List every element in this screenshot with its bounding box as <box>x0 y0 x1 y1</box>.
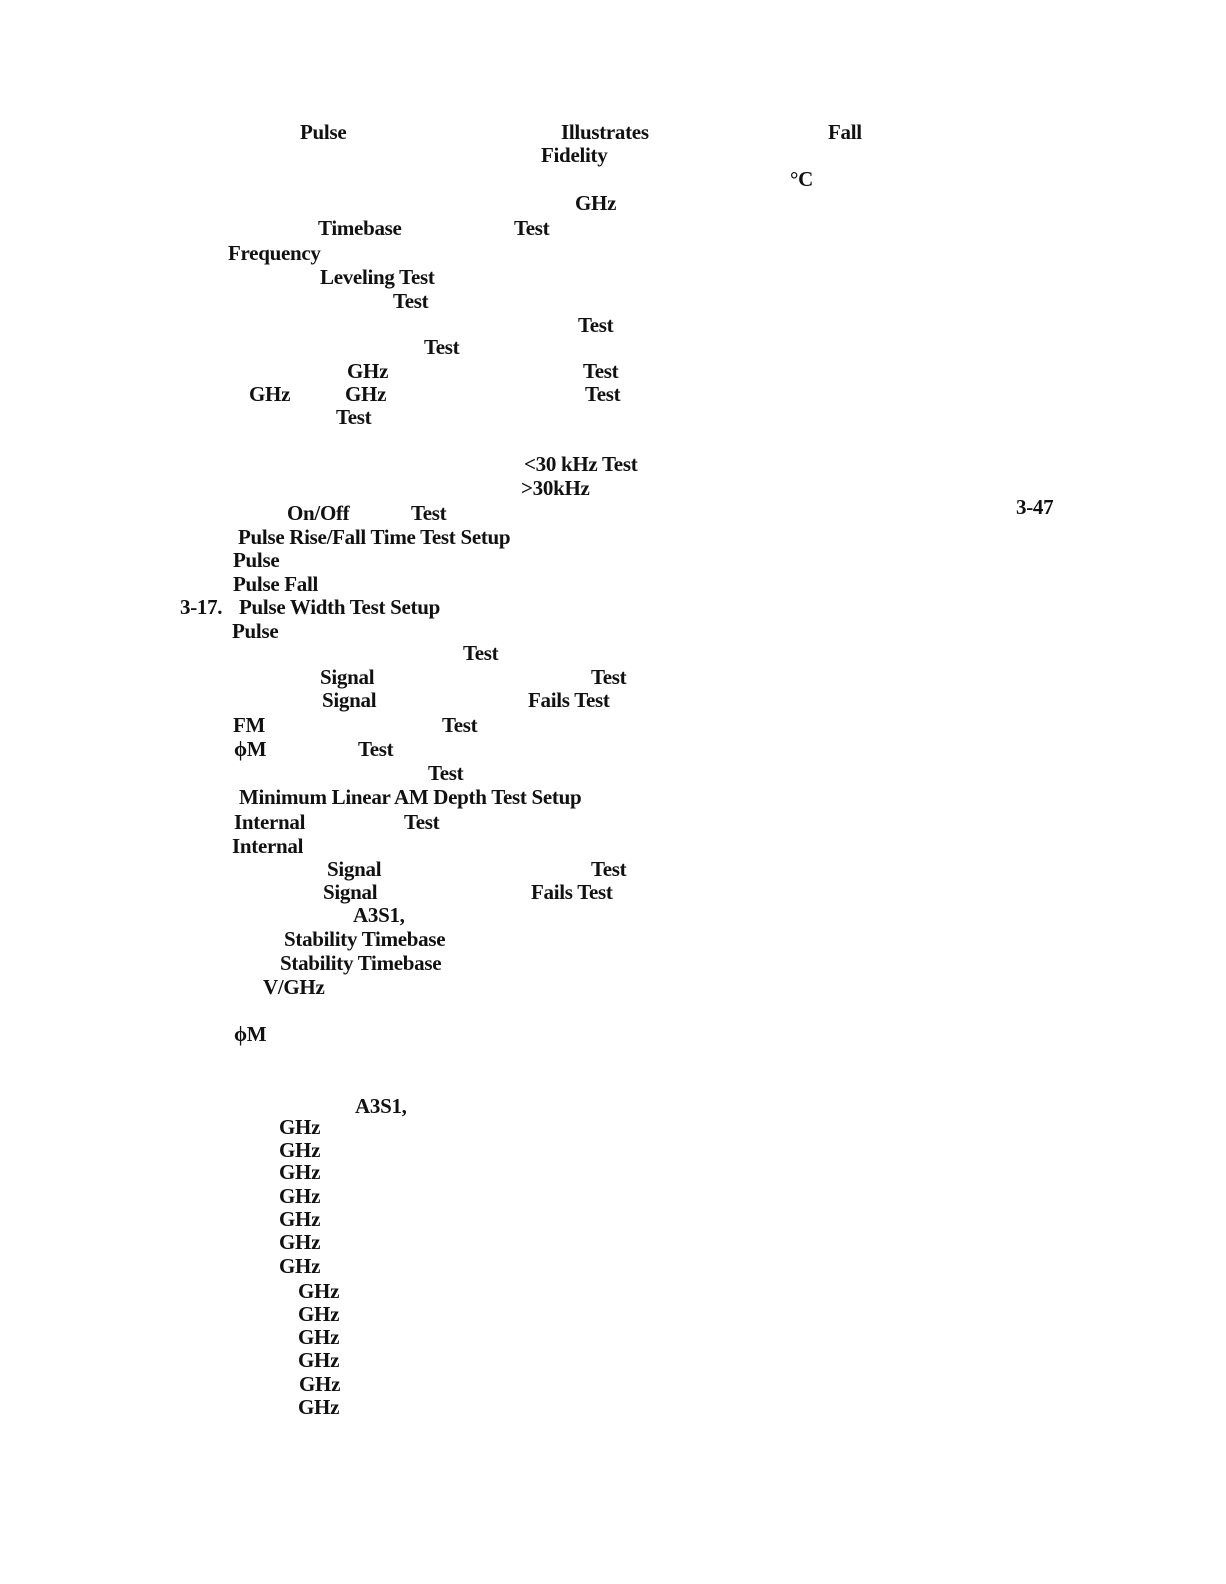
text-fragment: Test <box>585 382 621 406</box>
text-fragment: V/GHz <box>263 975 325 999</box>
text-fragment: GHz <box>279 1138 321 1162</box>
text-fragment: Signal <box>322 688 377 712</box>
text-fragment: GHz <box>279 1160 321 1184</box>
text-fragment: Pulse <box>232 619 279 643</box>
text-fragment: Stability Timebase <box>284 927 446 951</box>
text-fragment: Test <box>424 335 460 359</box>
figure-number: 3-17. <box>180 595 223 619</box>
text-fragment: GHz <box>298 1302 340 1326</box>
text-fragment: Test <box>578 313 614 337</box>
text-fragment: GHz <box>298 1395 340 1419</box>
text-fragment: On/Off <box>287 501 350 525</box>
text-fragment: Stability Timebase <box>280 951 442 975</box>
text-fragment: Internal <box>232 834 304 858</box>
text-fragment: Test <box>591 665 627 689</box>
text-fragment: Test <box>428 761 464 785</box>
text-fragment: Leveling Test <box>320 265 435 289</box>
text-fragment: Test <box>404 810 440 834</box>
text-fragment: Test <box>442 713 478 737</box>
text-fragment: Signal <box>327 857 382 881</box>
text-fragment: GHz <box>298 1348 340 1372</box>
text-fragment: Fails Test <box>528 688 610 712</box>
text-fragment: Signal <box>323 880 378 904</box>
text-fragment: Test <box>514 216 550 240</box>
text-fragment: A3S1, <box>353 903 405 927</box>
text-fragment: Test <box>463 641 499 665</box>
text-fragment: Timebase <box>318 216 402 240</box>
text-fragment: Pulse <box>233 548 280 572</box>
text-fragment: GHz <box>298 1325 340 1349</box>
text-fragment: Fidelity <box>541 143 608 167</box>
text-fragment: Test <box>411 501 447 525</box>
text-fragment: Pulse Width Test Setup <box>239 595 440 619</box>
text-fragment: Test <box>336 405 372 429</box>
text-fragment: FM <box>233 713 266 737</box>
text-fragment: Pulse Rise/Fall Time Test Setup <box>238 525 511 549</box>
text-fragment: GHz <box>575 191 617 215</box>
text-fragment: Test <box>583 359 619 383</box>
text-fragment: GHz <box>347 359 389 383</box>
text-fragment: Frequency <box>228 241 321 265</box>
text-fragment: Test <box>393 289 429 313</box>
text-fragment: °C <box>790 167 813 191</box>
text-fragment: GHz <box>299 1372 341 1396</box>
text-fragment: >30kHz <box>521 476 590 500</box>
text-fragment: GHz <box>279 1115 321 1139</box>
text-fragment: Minimum Linear AM Depth Test Setup <box>239 785 582 809</box>
text-fragment: GHz <box>279 1230 321 1254</box>
text-fragment: GHz <box>298 1279 340 1303</box>
text-fragment: ϕM <box>234 1022 267 1046</box>
text-fragment: Pulse Fall <box>233 572 319 596</box>
text-fragment: Test <box>358 737 394 761</box>
text-fragment: Test <box>591 857 627 881</box>
text-fragment: A3S1, <box>355 1094 407 1118</box>
text-fragment: GHz <box>279 1207 321 1231</box>
text-fragment: ϕM <box>234 737 267 761</box>
text-fragment: Fall <box>828 120 862 144</box>
text-fragment: Pulse <box>300 120 347 144</box>
text-fragment: GHz <box>345 382 387 406</box>
text-fragment: GHz <box>249 382 291 406</box>
page-reference: 3-47 <box>1016 495 1054 519</box>
text-fragment: Signal <box>320 665 375 689</box>
text-fragment: Fails Test <box>531 880 613 904</box>
text-fragment: <30 kHz Test <box>524 452 638 476</box>
text-fragment: GHz <box>279 1254 321 1278</box>
text-fragment: Internal <box>234 810 306 834</box>
text-fragment: Illustrates <box>561 120 649 144</box>
text-fragment: GHz <box>279 1184 321 1208</box>
